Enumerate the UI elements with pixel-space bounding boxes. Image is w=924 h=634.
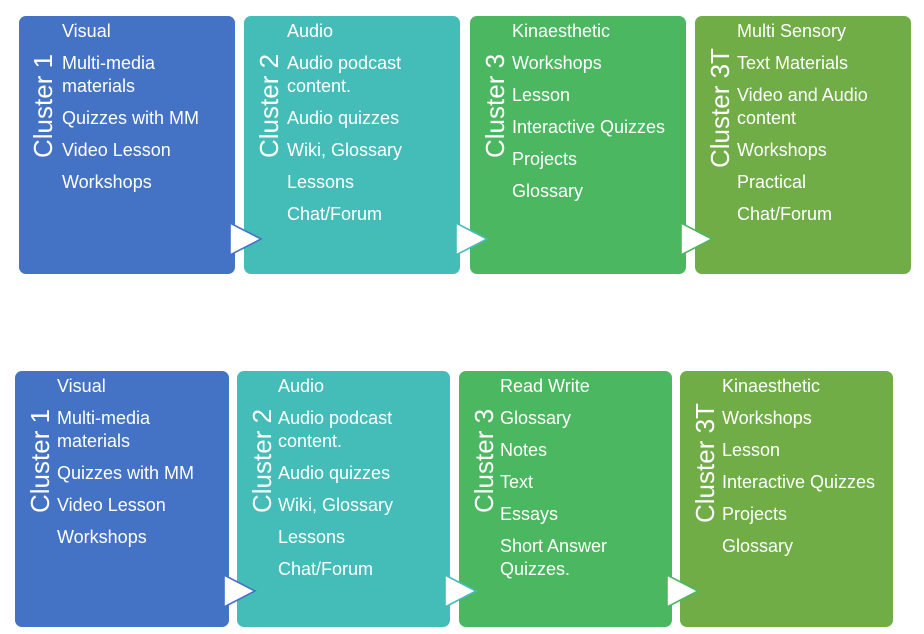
list-item: Quizzes with MM [57, 463, 195, 483]
cluster-box: Cluster 2 Audio Audio podcast content. A… [244, 16, 460, 274]
list-item: Workshops [62, 172, 152, 192]
arrow-right-icon [455, 221, 489, 257]
list-item: Audio quizzes [287, 108, 400, 128]
list-item: Audio [287, 21, 334, 41]
cluster-label: Cluster 3T [705, 48, 735, 168]
cluster-box: Cluster 3 Read Write Glossary Notes Text… [459, 371, 672, 627]
list-item: Kinaesthetic [512, 21, 611, 41]
list-item: Multi Sensory [737, 21, 847, 41]
list-item: Audio podcast content. [287, 53, 402, 96]
cluster-box: Cluster 1 Visual Multi-media materials Q… [19, 16, 235, 274]
list-item: Kinaesthetic [722, 376, 821, 396]
list-item: Audio podcast content. [278, 408, 393, 451]
list-item: Chat/Forum [737, 204, 833, 224]
list-item: Interactive Quizzes [722, 472, 876, 492]
list-item: Workshops [722, 408, 812, 428]
list-item: Read Write [500, 376, 590, 396]
cluster-label: Cluster 1 [25, 408, 55, 513]
list-item: Wiki, Glossary [287, 140, 403, 160]
list-item: Notes [500, 440, 548, 460]
cluster-label: Cluster 3 [469, 408, 499, 513]
list-item: Visual [62, 21, 111, 41]
cluster-box: Cluster 2 Audio Audio podcast content. A… [237, 371, 450, 627]
list-item: Quizzes with MM [62, 108, 200, 128]
list-item: Multi-media materials [62, 53, 156, 96]
list-item: Glossary [500, 408, 572, 428]
process-diagram-top: Cluster 1 Visual Multi-media materials Q… [0, 0, 924, 300]
cluster-items: Kinaesthetic Workshops Lesson Interactiv… [512, 20, 682, 212]
list-item: Chat/Forum [287, 204, 383, 224]
cluster-label: Cluster 2 [254, 53, 284, 158]
list-item: Glossary [512, 181, 584, 201]
list-item: Essays [500, 504, 559, 524]
cluster-label: Cluster 2 [247, 408, 277, 513]
cluster-box: Cluster 1 Visual Multi-media materials Q… [15, 371, 229, 627]
cluster-items: Read Write Glossary Notes Text Essays Sh… [500, 375, 670, 590]
list-item: Projects [722, 504, 788, 524]
list-item: Lessons [278, 527, 346, 547]
list-item: Audio [278, 376, 325, 396]
cluster-label: Cluster 1 [28, 53, 58, 158]
list-item: Text Materials [737, 53, 849, 73]
arrow-right-icon [444, 573, 478, 609]
list-item: Chat/Forum [278, 559, 374, 579]
cluster-items: Visual Multi-media materials Quizzes wit… [57, 375, 227, 558]
cluster-box: Cluster 3 Kinaesthetic Workshops Lesson … [470, 16, 686, 274]
cluster-items: Visual Multi-media materials Quizzes wit… [62, 20, 232, 203]
list-item: Lesson [512, 85, 571, 105]
cluster-label: Cluster 3 [480, 53, 510, 158]
list-item: Wiki, Glossary [278, 495, 394, 515]
list-item: Workshops [512, 53, 602, 73]
cluster-box: Cluster 3T Kinaesthetic Workshops Lesson… [680, 371, 893, 627]
list-item: Workshops [57, 527, 147, 547]
list-item: Audio quizzes [278, 463, 391, 483]
cluster-items: Audio Audio podcast content. Audio quizz… [278, 375, 448, 590]
list-item: Projects [512, 149, 578, 169]
list-item: Visual [57, 376, 106, 396]
list-item: Video and Audio content [737, 85, 868, 128]
list-item: Multi-media materials [57, 408, 151, 451]
list-item: Video Lesson [57, 495, 166, 515]
list-item: Video Lesson [62, 140, 171, 160]
arrow-right-icon [223, 573, 257, 609]
arrow-right-icon [666, 573, 700, 609]
list-item: Lesson [722, 440, 781, 460]
list-item: Short Answer Quizzes. [500, 536, 608, 579]
list-item: Workshops [737, 140, 827, 160]
cluster-items: Audio Audio podcast content. Audio quizz… [287, 20, 457, 235]
list-item: Lessons [287, 172, 355, 192]
list-item: Practical [737, 172, 807, 192]
list-item: Text [500, 472, 534, 492]
cluster-items: Multi Sensory Text Materials Video and A… [737, 20, 909, 235]
process-diagram-bottom: Cluster 1 Visual Multi-media materials Q… [0, 355, 924, 634]
arrow-right-icon [680, 221, 714, 257]
list-item: Interactive Quizzes [512, 117, 666, 137]
cluster-label: Cluster 3T [690, 403, 720, 523]
list-item: Glossary [722, 536, 794, 556]
cluster-items: Kinaesthetic Workshops Lesson Interactiv… [722, 375, 892, 567]
arrow-right-icon [229, 221, 263, 257]
cluster-box: Cluster 3T Multi Sensory Text Materials … [695, 16, 911, 274]
